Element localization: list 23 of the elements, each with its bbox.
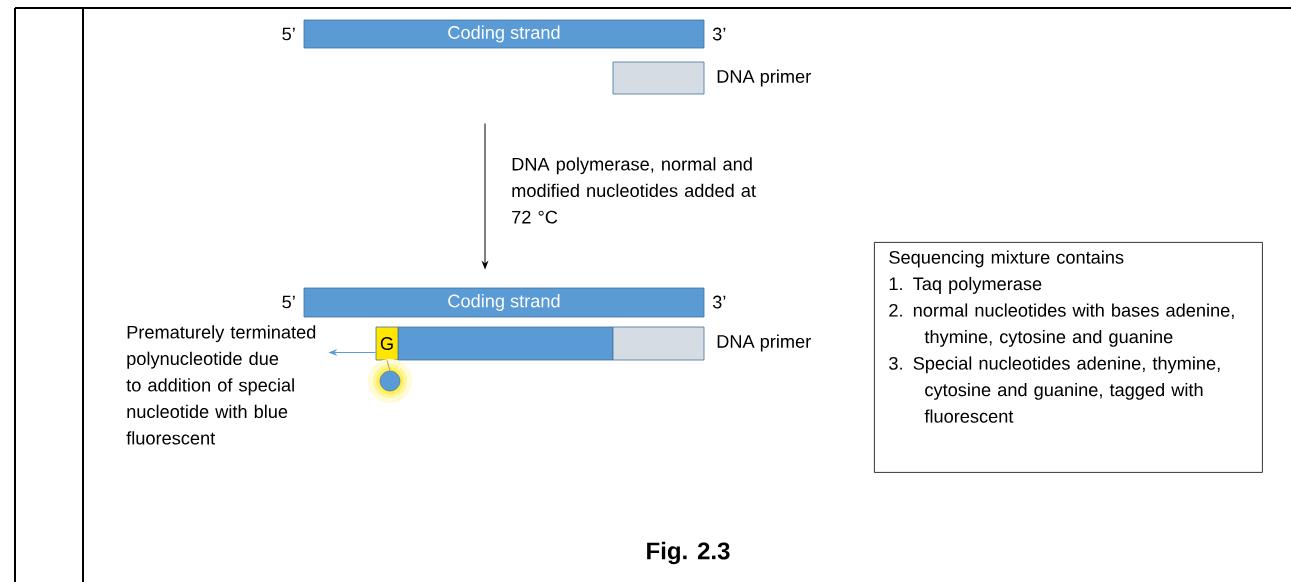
node-label: 3’	[712, 27, 726, 41]
strand-bar: Coding strand	[303, 287, 705, 318]
primer-box	[612, 61, 705, 95]
node-label: 5’	[282, 27, 295, 41]
list-item: 1. Taq polymerase	[889, 276, 1042, 294]
box-heading: Sequencing mixture contains	[889, 250, 1124, 268]
callout-text: Prematurely terminated polynucleotide due to addition of special nucleotide with blue fluorescent	[126, 325, 316, 445]
strand-bar: Coding strand	[303, 19, 705, 49]
figure-caption: Fig. 2.3	[647, 541, 730, 565]
arrow	[482, 122, 488, 269]
node-label: DNA primer	[717, 69, 811, 87]
arrow	[329, 349, 377, 356]
node-label: 3’	[712, 295, 726, 309]
list-item: 2. normal nucleotides with bases adenine, thymine, cytosine and guanine	[889, 303, 1234, 347]
list-item: 3. Special nucleotides adenine, thymine, cytosine and guanine, tagged with fluorescent	[889, 356, 1220, 423]
edge-label: DNA polymerase, normal and modified nucleotides added at 72 °C	[512, 157, 756, 224]
node-label: DNA primer	[717, 334, 811, 352]
node-label: 5’	[282, 295, 295, 309]
strand-bar	[397, 326, 614, 361]
primer-box	[612, 326, 705, 361]
nucleotide-box: G	[375, 326, 399, 361]
text-box	[874, 242, 1263, 473]
fluorescent-tag	[368, 359, 412, 403]
